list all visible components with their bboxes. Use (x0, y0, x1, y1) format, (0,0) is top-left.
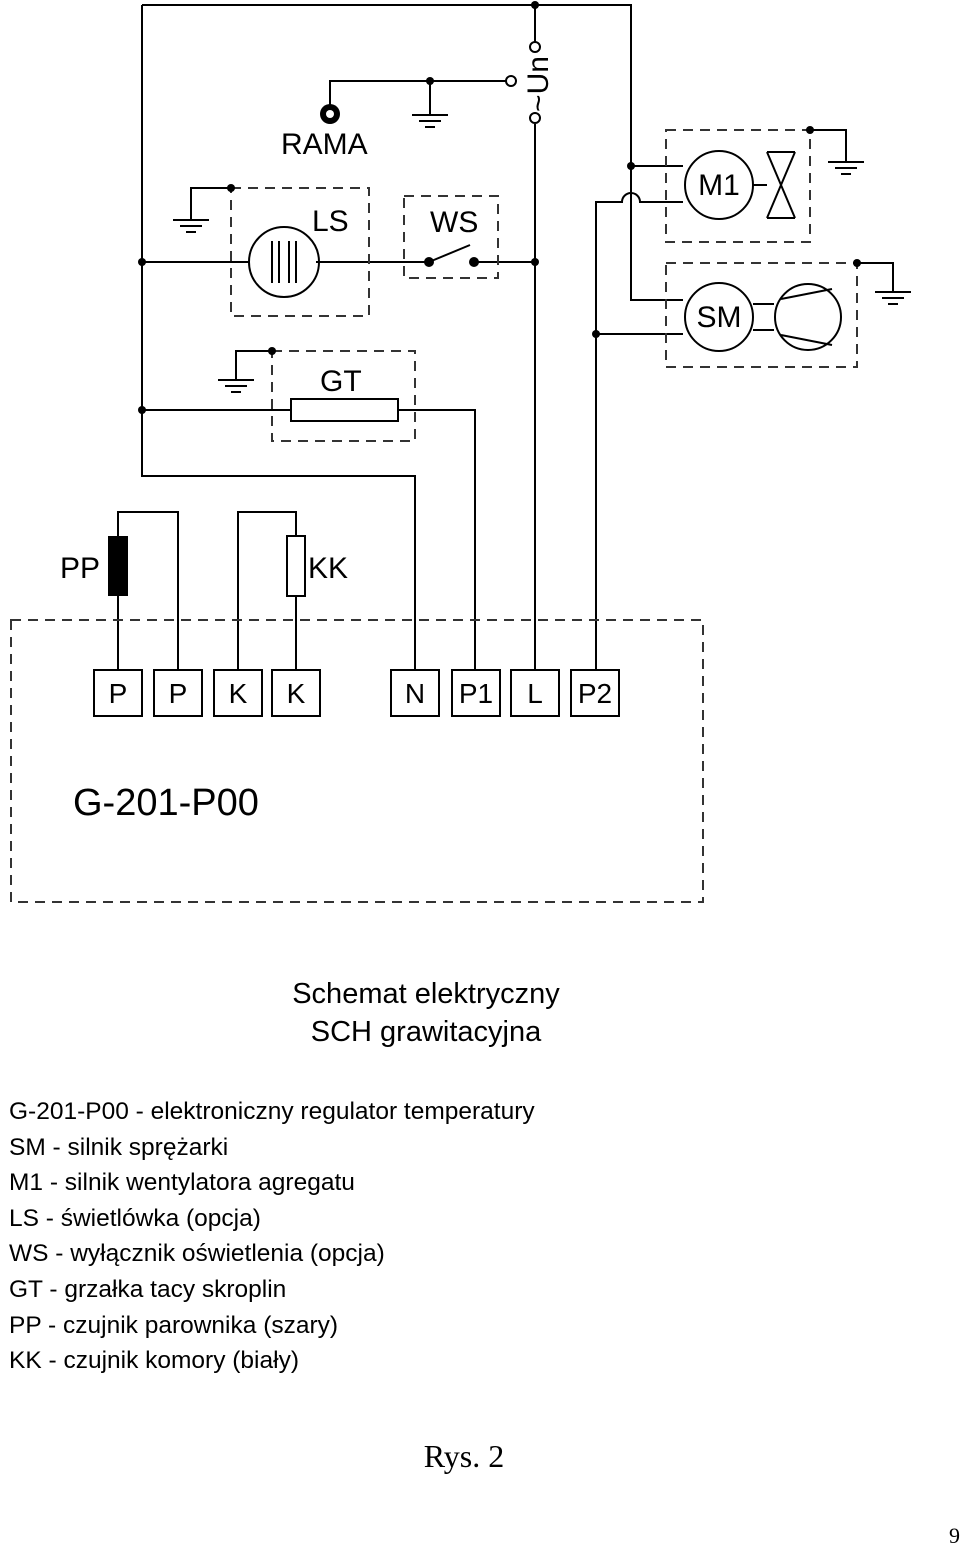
schematic-title: Schemat elektryczny SCH grawitacyjna (0, 975, 852, 1051)
junction-dot (806, 126, 814, 134)
wire-p2 (595, 192, 683, 670)
heater-resistor-icon (290, 398, 399, 422)
page-number: 9 (949, 1523, 960, 1548)
wire-supply-top (142, 4, 683, 301)
legend-item: LS - świetlówka (opcja) (9, 1204, 261, 1232)
terminal-label: P (169, 678, 188, 709)
supply-terminal-icon (505, 75, 517, 87)
title-line: Schemat elektryczny (292, 978, 560, 1010)
terminal-box (451, 669, 501, 717)
terminal-label: K (229, 678, 248, 709)
ground-icon (828, 161, 864, 175)
ground-icon (218, 379, 254, 393)
junction-dot (531, 1, 539, 9)
supply-terminal-icon (529, 41, 541, 53)
terminal-box (510, 669, 560, 717)
controller-box (10, 619, 704, 903)
wire-gt-ground (235, 350, 272, 380)
junction-dot (592, 330, 600, 338)
legend-item: KK - czujnik komory (biały) (9, 1347, 299, 1375)
terminal-box (390, 669, 440, 717)
terminal-label: P1 (459, 678, 493, 709)
ground-icon (875, 291, 911, 305)
junction-dot (138, 406, 146, 414)
light-switch-icon (424, 244, 479, 267)
junction-dot (627, 162, 635, 170)
legend-item: G-201-P00 - elektroniczny regulator temp… (9, 1098, 535, 1125)
wire-pp (117, 511, 179, 670)
junction-dot (426, 77, 434, 85)
ground-icon (173, 219, 209, 233)
ws-box (403, 195, 499, 279)
sm-label: SM (697, 301, 742, 334)
pp-label: PP (60, 552, 100, 585)
wire-gt-line (142, 409, 476, 670)
gt-label: GT (320, 365, 362, 398)
title-line: SCH grawitacyjna (310, 1016, 542, 1048)
junction-dot (853, 259, 861, 267)
chamber-sensor-icon (286, 535, 306, 597)
sm-box (665, 262, 858, 368)
terminal-label: K (287, 678, 306, 709)
wiring-schematic: ~Un RAMA LS WS GT M1 SM PP KK (10, 1, 911, 903)
ls-label: LS (312, 205, 349, 238)
wire-kk (237, 511, 297, 670)
terminal-label: P (109, 678, 128, 709)
m1-label: M1 (698, 169, 740, 202)
fan-icon (753, 151, 796, 219)
wire-ls-ground (190, 187, 231, 220)
terminal-box (153, 669, 203, 717)
legend-item: GT - grzałka tacy skroplin (9, 1275, 287, 1303)
fluorescent-lamp-icon (248, 226, 320, 298)
gt-box (271, 350, 416, 442)
wire-rama (329, 80, 510, 112)
controller-label: G-201-P00 (73, 782, 259, 824)
evaporator-sensor-icon (108, 536, 128, 596)
terminal-label: N (405, 678, 425, 709)
compressor-motor-icon (684, 282, 754, 352)
compressor-icon (753, 283, 842, 351)
supply-label: ~Un (522, 56, 555, 112)
wire-n-rail (141, 5, 416, 670)
terminal-label: L (527, 678, 543, 709)
m1-box (665, 129, 811, 243)
ground-icon (412, 114, 448, 128)
legend-list: G-201-P00 - elektroniczny regulator temp… (9, 1094, 535, 1379)
junction-dot (268, 347, 276, 355)
junction-dot (227, 184, 235, 192)
wire-m1-ground (810, 129, 847, 162)
terminal-box (271, 669, 321, 717)
ws-label: WS (430, 206, 478, 239)
terminal-box (93, 669, 143, 717)
figure-caption: Rys. 2 (423, 1438, 505, 1474)
terminal-box (213, 669, 263, 717)
junction-dot (138, 258, 146, 266)
terminal-label: P2 (578, 678, 612, 709)
legend-item: PP - czujnik parownika (szary) (9, 1311, 339, 1339)
ls-box (230, 187, 370, 317)
frame-label: RAMA (281, 128, 368, 161)
supply-terminal-icon (529, 112, 541, 124)
legend-item: WS - wyłącznik oświetlenia (opcja) (9, 1240, 385, 1268)
junction-dot (531, 258, 539, 266)
legend-item: M1 - silnik wentylatora agregatu (9, 1169, 355, 1197)
wire-sm-ground (857, 262, 894, 292)
terminal-box (570, 669, 620, 717)
kk-label: KK (308, 552, 348, 585)
legend-item: SM - silnik sprężarki (9, 1133, 229, 1161)
